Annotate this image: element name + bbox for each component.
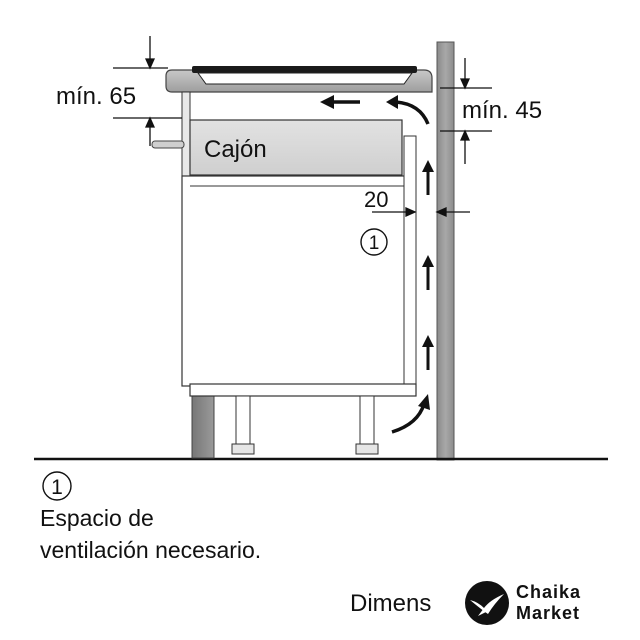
cabinet-rear-strip (403, 135, 417, 387)
label-min-top: mín. 65 (56, 83, 136, 110)
drawer-handle (151, 140, 185, 149)
airflow-arrow-left (320, 95, 360, 109)
footer-text: Dimens (350, 590, 432, 617)
airflow-arrow-top-curve (386, 95, 430, 125)
marker-circle (360, 228, 388, 256)
legend-text-line2: ventilación necesario. (40, 537, 262, 563)
label-drawer: Cajón (204, 136, 267, 163)
cooktop (192, 66, 417, 73)
airflow-up-arrows (422, 160, 434, 370)
watermark-text-line1: Chaika (516, 582, 582, 602)
bird-logo-icon (465, 581, 509, 625)
marker-number: 1 (369, 233, 380, 254)
legend-marker-circle (42, 471, 72, 501)
wall (436, 41, 455, 461)
airflow-arrow-up-3 (422, 335, 434, 370)
cabinet-body (181, 175, 416, 387)
cabinet-foot-left (231, 443, 255, 455)
cabinet-base (189, 383, 417, 397)
airflow-arrow-up-1 (422, 160, 434, 195)
legend-text-line1: Espacio de (40, 505, 154, 531)
label-min-right: mín. 45 (462, 97, 542, 124)
label-gap: 20 (364, 187, 388, 212)
cabinet-foot-right (355, 443, 379, 455)
cabinet-leg-left (235, 395, 251, 447)
cabinet-left-post (181, 91, 191, 185)
watermark-text-line2: Market (516, 603, 581, 623)
drawer (189, 119, 403, 176)
dimension-gap (372, 206, 470, 218)
dimension-min-top (113, 36, 182, 146)
airflow-arrow-bottom-curve (391, 394, 430, 434)
watermark: Chaika Market (456, 574, 628, 632)
cabinet-leg-right (359, 395, 375, 447)
dimension-min-right (440, 58, 492, 164)
airflow-arrow-up-2 (422, 255, 434, 290)
legend-marker-number: 1 (51, 476, 63, 499)
cooktop-body (197, 72, 413, 85)
